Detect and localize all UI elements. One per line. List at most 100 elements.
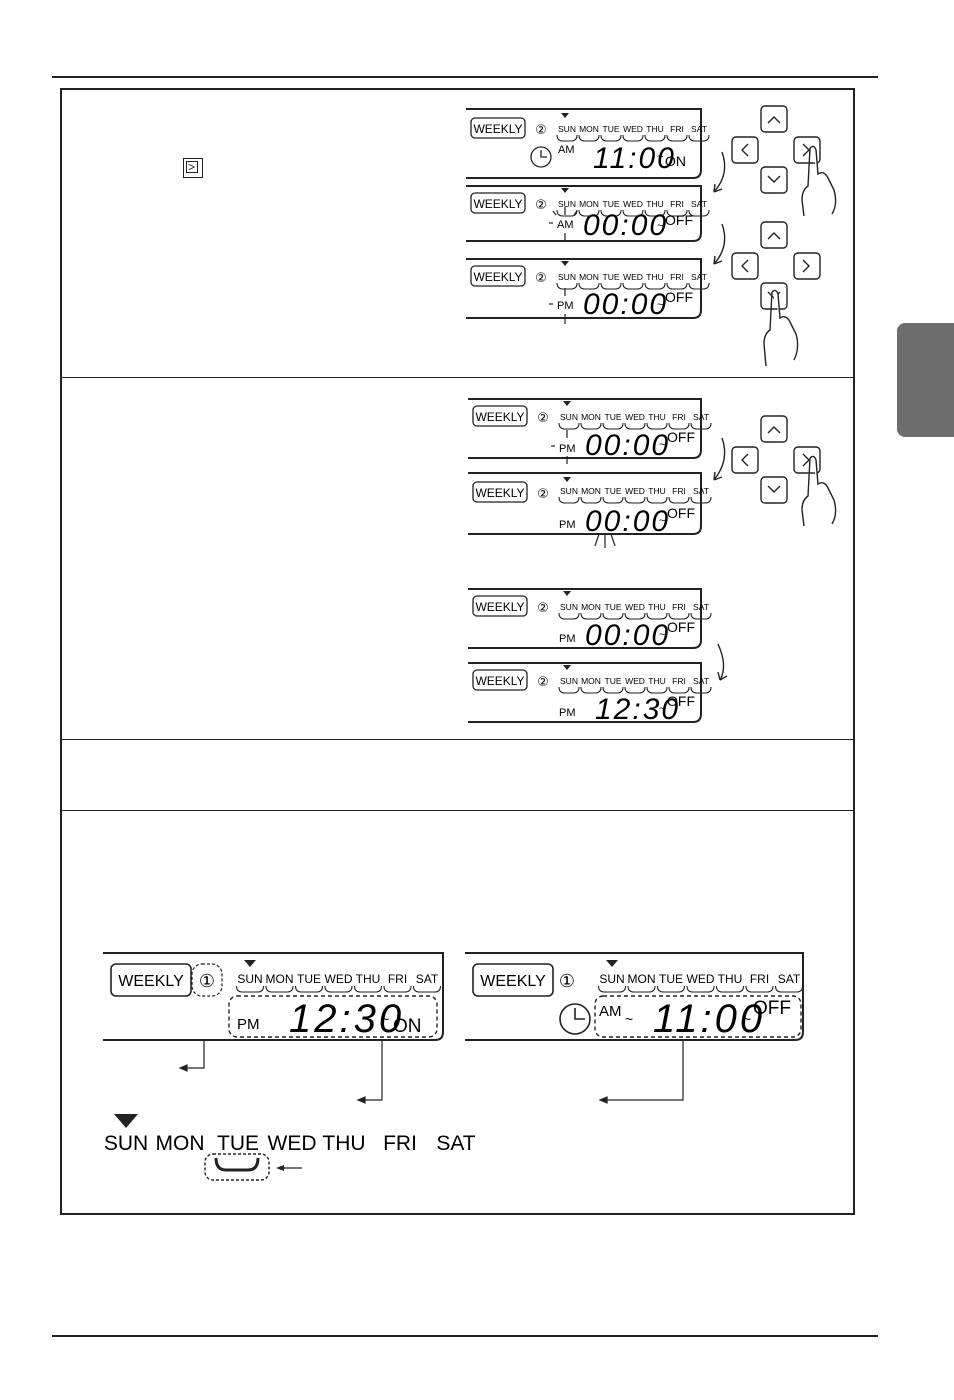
day-bracket — [646, 686, 668, 694]
state-label: OFF — [665, 212, 693, 228]
day-label: FRI — [672, 486, 686, 496]
day-bracket — [556, 282, 578, 290]
day-label: WED — [325, 972, 353, 986]
time-readout: 00:00 — [585, 429, 670, 462]
bottom-rule — [52, 1335, 878, 1337]
chevron-up-icon — [760, 221, 788, 249]
svg-text:~: ~ — [659, 439, 665, 451]
day-bracket — [580, 496, 602, 504]
day-bracket — [597, 985, 627, 993]
day-label: SAT — [693, 412, 709, 422]
chevron-left-icon — [731, 446, 759, 474]
day-bracket — [578, 209, 600, 217]
day-label: FRI — [750, 972, 769, 986]
day-bracket — [688, 282, 710, 290]
day-bracket — [558, 496, 580, 504]
day-label: FRI — [670, 124, 684, 134]
svg-text:②: ② — [537, 486, 549, 501]
day-label: WED — [625, 412, 645, 422]
day-label: WED — [625, 676, 645, 686]
day-label: THU — [648, 602, 665, 612]
chevron-down-icon — [760, 166, 788, 194]
day-label: TUE — [603, 272, 620, 282]
day-label: SAT — [693, 486, 709, 496]
day-label: TUE — [659, 972, 683, 986]
legend-day-label: TUE — [217, 1132, 259, 1155]
time-readout: 00:00 — [585, 619, 670, 652]
day-bracket — [644, 282, 666, 290]
legend-day-label: FRI — [383, 1132, 417, 1155]
day-bracket — [688, 134, 710, 142]
period-label: AM — [599, 1003, 622, 1020]
svg-text:②: ② — [537, 410, 549, 425]
period-label: PM — [557, 300, 574, 312]
legend-day-label: SAT — [436, 1132, 475, 1155]
state-label: ON — [665, 153, 686, 169]
chevron-right-icon — [793, 252, 821, 280]
day-bracket — [646, 612, 668, 620]
schedule-number: ① — [199, 971, 215, 991]
day-bracket — [324, 985, 353, 993]
svg-text:~: ~ — [625, 1011, 633, 1027]
day-bracket — [666, 209, 688, 217]
chevron-up-icon — [760, 105, 788, 133]
state-label: OFF — [667, 505, 695, 521]
blink-marks-icon — [549, 288, 566, 324]
day-label: TUE — [605, 412, 622, 422]
day-label: WED — [625, 486, 645, 496]
day-label: TUE — [297, 972, 321, 986]
day-label: SUN — [560, 676, 578, 686]
day-label: SUN — [599, 972, 624, 986]
day-label: THU — [648, 486, 665, 496]
state-label: OFF — [667, 619, 695, 635]
day-bracket — [627, 985, 656, 993]
chevron-down-icon — [760, 476, 788, 504]
day-bracket — [580, 422, 602, 430]
day-bracket — [774, 985, 804, 993]
period-label: PM — [559, 633, 576, 645]
day-label: FRI — [672, 676, 686, 686]
day-bracket — [622, 209, 644, 217]
day-bracket — [622, 134, 644, 142]
chevron-left-icon — [731, 136, 759, 164]
nav-buttons-down-press — [731, 221, 821, 367]
day-label: SAT — [691, 199, 707, 209]
svg-text:②: ② — [535, 197, 547, 212]
day-label: MON — [581, 486, 601, 496]
day-label: FRI — [670, 199, 684, 209]
state-label: OFF — [667, 693, 695, 709]
svg-text:~: ~ — [657, 151, 663, 163]
day-bracket — [646, 496, 668, 504]
day-label: SAT — [693, 676, 709, 686]
day-bracket — [556, 209, 578, 217]
day-label: SAT — [693, 602, 709, 612]
clock-icon — [530, 146, 552, 168]
svg-text:②: ② — [537, 600, 549, 615]
day-pointer-icon — [606, 960, 618, 967]
time-readout: 12:30 — [289, 997, 404, 1041]
day-bracket — [668, 422, 690, 430]
day-bracket — [666, 134, 688, 142]
day-bracket — [602, 612, 624, 620]
day-bracket — [690, 612, 712, 620]
day-label: SAT — [416, 972, 439, 986]
row-divider-1 — [60, 377, 855, 378]
state-label: OFF — [665, 289, 693, 305]
svg-text:~: ~ — [659, 629, 665, 641]
day-label: THU — [646, 199, 663, 209]
svg-text:②: ② — [537, 674, 549, 689]
day-label: MON — [581, 412, 601, 422]
svg-text:~: ~ — [659, 515, 665, 527]
top-rule — [52, 76, 878, 78]
day-pointer-icon — [114, 1114, 138, 1128]
row-divider-3 — [60, 810, 855, 811]
day-label: FRI — [672, 602, 686, 612]
day-label: SUN — [237, 972, 262, 986]
svg-text:WEEKLY: WEEKLY — [473, 270, 522, 284]
